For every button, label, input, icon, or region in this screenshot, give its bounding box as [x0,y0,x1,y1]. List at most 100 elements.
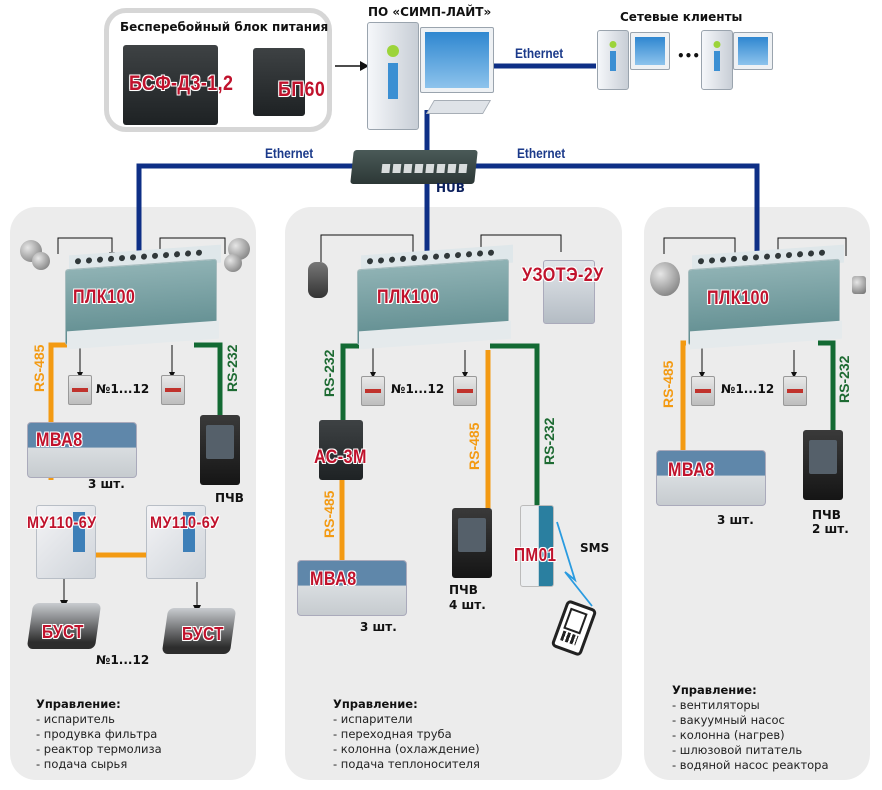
ethernet-line-hub-right [474,163,760,253]
p2-pchv-qty: 4 шт. [449,598,486,612]
bsf-device-image [123,45,218,125]
sms-lightning-icon [556,521,593,607]
p3-control-list: Управление: - вентиляторы - вакуумный на… [672,683,829,773]
p1-control-list: Управление: - испаритель - продувка филь… [36,697,162,772]
p2-rs232-left-label: RS-232 [321,349,337,397]
p2-arrow [462,372,468,378]
p3-arrow [791,372,797,378]
p3-mva8-qty: 3 шт. [717,513,754,527]
p1-sensor-right-icon [224,254,242,272]
p2-control-title: Управление: [333,697,418,711]
p3-control-item: - вентиляторы [672,698,760,712]
p3-rs232-label: RS-232 [836,355,852,403]
ups-arrowhead [360,61,369,71]
client-tower-icon [597,30,629,90]
bp60-device-image [253,48,305,116]
p1-control-item: - реактор термолиза [36,742,162,756]
p2-relays-label: №1...12 [391,382,445,396]
server-keyboard-icon [425,100,492,114]
p1-mva8-label: МВА8 [36,430,83,451]
p3-pchv-device [803,430,843,500]
p1-relays-label: №1...12 [96,382,150,396]
p2-pm01-device [520,505,554,587]
p2-control-item: - испарители [333,712,413,726]
p1-mu110-label-2: МУ110-6У [150,513,220,532]
p2-rs232-left-line [340,343,362,420]
p3-pchv-label: ПЧВ [812,508,841,522]
p1-bust-label-1: БУСТ [42,622,84,642]
p2-plc-label: ПЛК100 [377,287,440,308]
p1-control-item: - продувка фильтра [36,727,158,741]
p2-uzote-label: УЗОТЭ-2У [522,265,604,286]
p2-sensor-wire [320,234,414,262]
p2-ac3m-device [319,420,363,480]
server-title: ПО «СИМП-ЛАЙТ» [368,5,492,19]
p2-control-list: Управление: - испарители - переходная тр… [333,697,480,772]
p1-bust-label-2: БУСТ [182,624,224,644]
p3-rs232-line [818,340,836,430]
bsf-label: БСФ-Д3-1,2 [129,72,234,95]
p1-mu110-device [146,505,206,579]
p3-mva8-label: МВА8 [668,460,715,481]
p2-pchv-device [452,508,492,578]
p2-arrow [370,372,376,378]
p1-control-item: - испаритель [36,712,115,726]
bp60-label: БП60 [278,78,326,101]
p2-pchv-label: ПЧВ [449,583,478,597]
p1-rs485-line [48,342,70,432]
p2-rs485-mid-label: RS-485 [466,422,482,470]
p1-control-item: - подача сырья [36,757,128,771]
ethernet-label-server-clients: Ethernet [515,45,564,61]
p1-rs485-label: RS-485 [31,344,47,392]
p2-control-item: - переходная труба [333,727,452,741]
p1-rs232-label: RS-232 [224,344,240,392]
p2-control-item: - подача теплоносителя [333,757,480,771]
p3-float-sensor-icon [650,262,680,296]
p3-control-title: Управление: [672,683,757,697]
clients-ellipsis: ••• [677,49,701,63]
p3-relay-right-icon [783,376,807,406]
client-tower-icon [701,30,733,90]
p1-sensor-left-icon [32,252,50,270]
server-tower-icon [367,22,419,130]
client-monitor-icon [630,32,670,70]
p2-pm01-label: ПМ01 [514,545,557,565]
p3-sensor-left-wire [663,237,736,254]
p2-control-item: - колонна (охлаждение) [333,742,480,756]
ethernet-line-hub-left [136,163,355,253]
p3-control-item: - водяной насос реактора [672,758,829,772]
p2-sms-label: SMS [580,541,610,555]
p1-mu110-device [36,505,96,579]
p3-relay-left-icon [691,376,715,406]
p2-mva8-qty: 3 шт. [360,620,397,634]
p1-control-title: Управление: [36,697,121,711]
p2-rs485-left-label: RS-485 [321,490,337,538]
p1-relay-right-icon [161,375,185,405]
p1-rs232-line [194,342,223,415]
p1-mva8-device [27,422,137,478]
p2-uzote-device [543,260,595,324]
p1-mu110-label-1: МУ110-6У [27,513,97,532]
server-monitor-icon [420,27,494,93]
p3-control-item: - колонна (нагрев) [672,728,785,742]
p2-mva8-device [297,560,407,616]
p3-pchv-qty: 2 шт. [812,522,849,536]
p3-plc-label: ПЛК100 [707,288,770,309]
p2-relay-right-icon [453,376,477,406]
hub-label: HUB [436,181,465,195]
p1-pchv-device [200,415,240,485]
p2-rs232-right-label: RS-232 [541,417,557,465]
p2-mva8-label: МВА8 [310,569,357,590]
hub-icon [350,150,478,184]
ethernet-label-hub-right: Ethernet [517,145,566,161]
p1-mva8-qty: 3 шт. [88,477,125,491]
clients-title: Сетевые клиенты [620,10,743,24]
p1-pchv-label: ПЧВ [215,491,244,505]
p2-relay-left-icon [361,376,385,406]
p3-rs485-label: RS-485 [660,360,676,408]
p1-bust-range: №1...12 [96,653,150,667]
ethernet-label-hub-left: Ethernet [265,145,314,161]
client-monitor-icon [733,32,773,70]
p1-relay-left-icon [68,375,92,405]
p3-temp-sensor-icon [852,276,866,294]
